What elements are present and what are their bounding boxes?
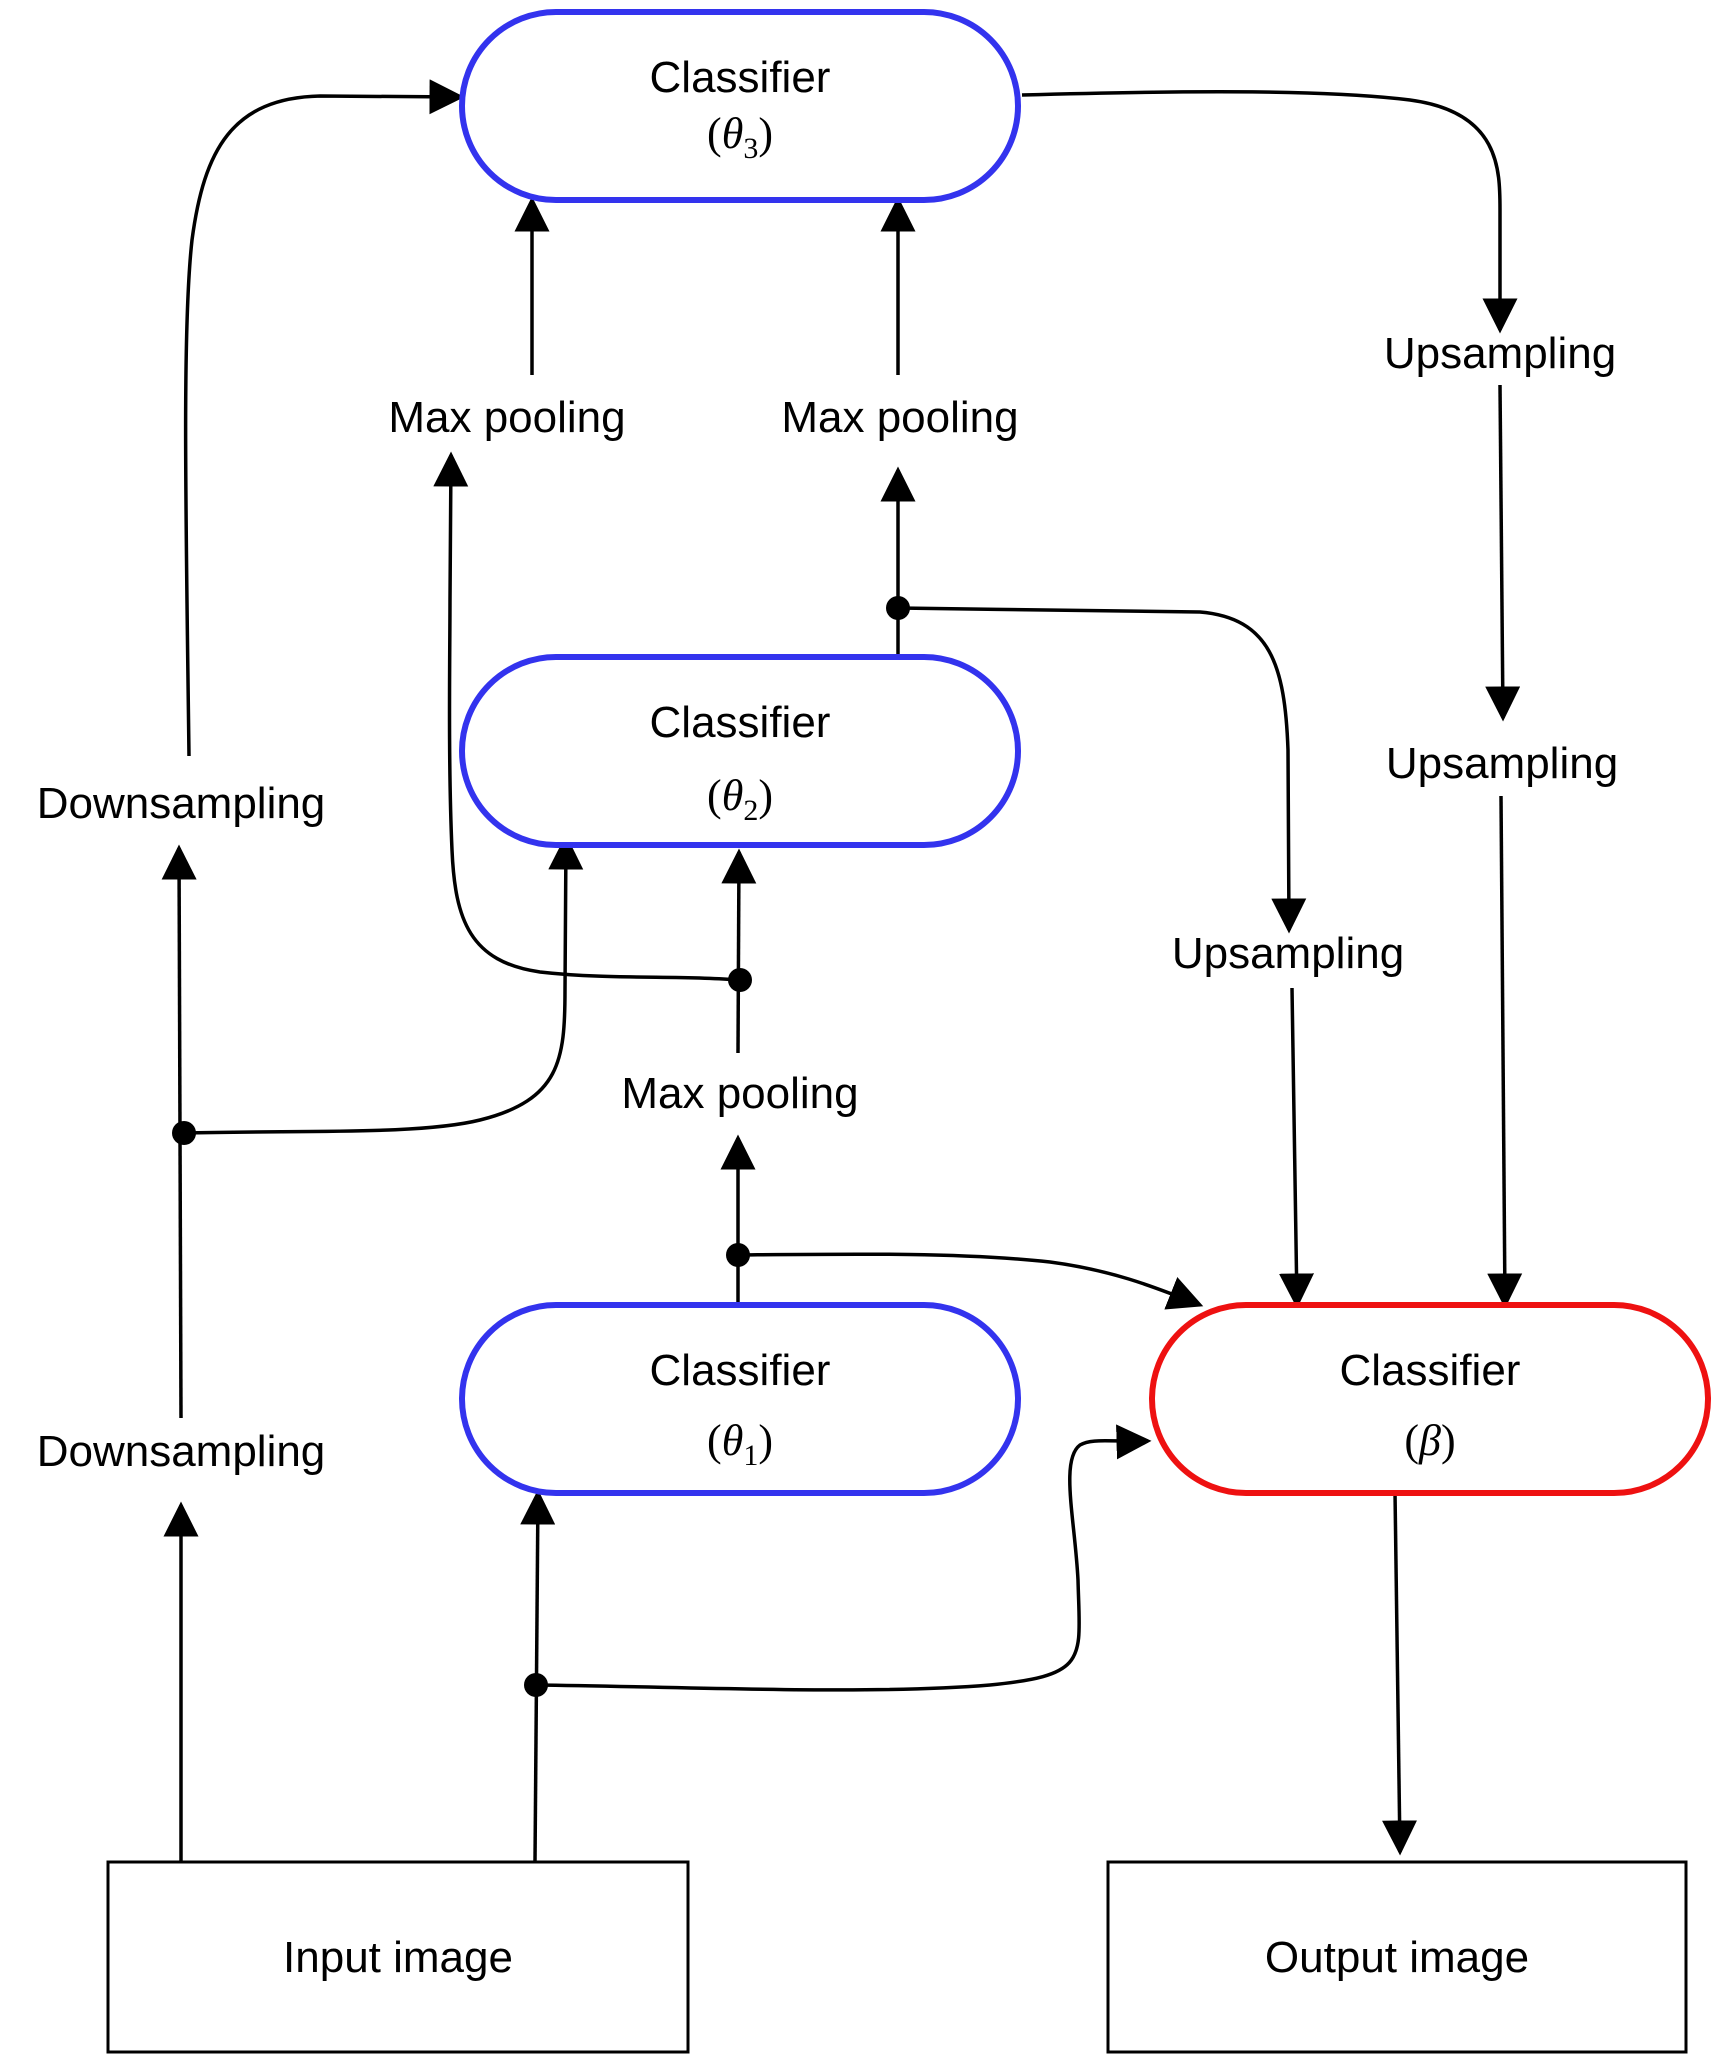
- junction-dot: [728, 968, 752, 992]
- edge-pooled-to-maxpool-top-left: [433, 451, 739, 982]
- classifier-beta-title: Classifier: [1340, 1346, 1521, 1395]
- classifier-theta2-title: Classifier: [650, 698, 831, 747]
- operation-labels: Downsampling Downsampling Max pooling Ma…: [37, 329, 1618, 1476]
- upsampling-mid-label: Upsampling: [1386, 739, 1618, 788]
- downsampling-low-label: Downsampling: [37, 1427, 326, 1476]
- junction-dot: [524, 1673, 548, 1697]
- junction-dot: [886, 596, 910, 620]
- output-image-label: Output image: [1265, 1933, 1529, 1982]
- classifier-theta3-param: (θ3): [707, 109, 773, 165]
- input-image-label: Input image: [283, 1933, 513, 1982]
- classifier-beta-param: (β): [1404, 1416, 1455, 1465]
- classifier-theta1: Classifier (θ1): [459, 1302, 1021, 1496]
- edge-downsampling-high-to-theta3: [183, 79, 465, 757]
- classifier-theta1-param: (θ1): [707, 1416, 773, 1472]
- upsampling-top-label: Upsampling: [1384, 329, 1616, 378]
- maxpool-top-right-label: Max pooling: [781, 393, 1018, 442]
- classifier-theta2: Classifier (θ2): [459, 654, 1021, 848]
- input-image-box: Input image: [106, 1860, 690, 2054]
- maxpool-top-left-label: Max pooling: [388, 393, 625, 442]
- edge-theta1-to-beta: [736, 1252, 1204, 1310]
- classifier-theta3: Classifier (θ3): [459, 9, 1021, 203]
- maxpool-mid-label: Max pooling: [621, 1069, 858, 1118]
- junction-dot: [726, 1243, 750, 1267]
- upsampling-inner-label: Upsampling: [1172, 929, 1404, 978]
- edge-upsampling-mid-to-beta: [1487, 795, 1523, 1309]
- downsampling-high-label: Downsampling: [37, 779, 326, 828]
- edge-theta2-to-upsampling-inner: [897, 606, 1307, 934]
- edge-upsampling-top-to-mid: [1485, 384, 1521, 722]
- classifier-theta2-param: (θ2): [707, 771, 773, 827]
- classifier-theta1-title: Classifier: [650, 1346, 831, 1395]
- edge-downsampled-to-theta2: [183, 834, 584, 1135]
- junctions: [172, 596, 910, 1697]
- output-image-box: Output image: [1106, 1860, 1688, 2054]
- edge-input-to-beta: [535, 1424, 1152, 1692]
- edge-maxpool-mid-to-theta2: [721, 848, 757, 1054]
- edge-theta3-to-upsampling-top: [1021, 89, 1518, 334]
- edges: [161, 79, 1523, 1863]
- edge-beta-to-output: [1382, 1491, 1418, 1856]
- edge-upsampling-inner-to-beta: [1279, 987, 1315, 1309]
- classifier-beta: Classifier (β): [1149, 1302, 1711, 1496]
- classifier-theta3-title: Classifier: [650, 53, 831, 102]
- junction-dot: [172, 1121, 196, 1145]
